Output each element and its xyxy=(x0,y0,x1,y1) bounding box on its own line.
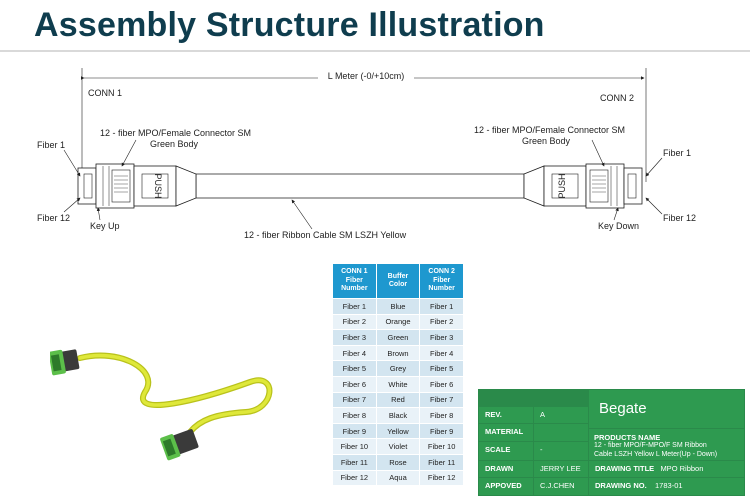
cell: Fiber 7 xyxy=(419,391,464,409)
cell: Brown xyxy=(375,344,421,362)
key-up-label: Key Up xyxy=(90,221,120,231)
ribbon-cable xyxy=(195,173,525,199)
push-label-right: PUSH xyxy=(557,173,567,198)
approved-value: C.J.CHEN xyxy=(534,478,588,495)
fiber12-right-label: Fiber 12 xyxy=(663,213,696,223)
key-down-label: Key Down xyxy=(598,221,639,231)
cell: Black xyxy=(375,407,421,424)
header-buffer-color: Buffer Color xyxy=(375,263,421,299)
cell: Fiber 2 xyxy=(419,313,464,331)
drawing-title-row: DRAWING TITLE MPO Ribbon xyxy=(589,461,744,477)
cell: Red xyxy=(375,391,421,409)
cell: Fiber 5 xyxy=(332,360,377,377)
title-divider xyxy=(0,50,750,52)
products-name-line1: 12 - fiber MPO/F-MPO/F SM Ribbon xyxy=(594,442,707,449)
cell: Blue xyxy=(375,298,421,315)
cell: Rose xyxy=(375,453,421,471)
header-conn1: CONN 1 Fiber Number xyxy=(332,263,377,299)
fiber-mapping-table: CONN 1 Fiber Number Buffer Color CONN 2 … xyxy=(332,263,464,487)
scale-value: - xyxy=(534,442,588,460)
left-mpo-connector xyxy=(77,163,197,209)
cell: Fiber 4 xyxy=(419,344,464,362)
cell: Fiber 5 xyxy=(419,360,464,377)
product-photo xyxy=(50,349,273,461)
cell: Fiber 2 xyxy=(332,313,377,331)
push-label-left: PUSH xyxy=(153,173,163,198)
rev-label: REV. xyxy=(479,407,533,423)
header-conn2: CONN 2 Fiber Number xyxy=(419,263,464,299)
assembly-drawing: L Meter (-0/+10cm) CONN 1 CONN 2 PUSH xyxy=(37,68,696,240)
products-name-label: PRODUCTS NAME xyxy=(594,433,661,442)
cell: Fiber 7 xyxy=(332,391,377,409)
cell: Grey xyxy=(375,360,421,377)
drawing-no-value: 1783-01 xyxy=(655,481,683,490)
drawing-title-label: DRAWING TITLE xyxy=(595,464,655,473)
cable-label: 12 - fiber Ribbon Cable SM LSZH Yellow xyxy=(244,230,407,240)
cell: Fiber 12 xyxy=(419,469,464,487)
fiber1-right-label: Fiber 1 xyxy=(663,148,691,158)
fiber1-left-label: Fiber 1 xyxy=(37,140,65,150)
title-block-spacer xyxy=(479,390,588,406)
cell: Yellow xyxy=(375,422,421,440)
right-mpo-connector xyxy=(523,163,643,209)
cell: Fiber 9 xyxy=(332,422,377,440)
cell: Fiber 10 xyxy=(419,438,464,455)
cell: Fiber 11 xyxy=(419,453,464,471)
cell: Fiber 10 xyxy=(332,438,377,455)
drawn-label: DRAWN xyxy=(479,461,533,477)
cell: Aqua xyxy=(375,469,421,487)
drawn-value: JERRY LEE xyxy=(534,461,588,477)
conn1-label: CONN 1 xyxy=(88,88,122,98)
material-value xyxy=(534,424,588,441)
cell: Fiber 8 xyxy=(332,407,377,424)
brand-name: Begate xyxy=(589,390,744,428)
cell: Fiber 11 xyxy=(332,453,377,471)
cell: Fiber 6 xyxy=(332,375,377,393)
drawing-no-row: DRAWING NO. 1783-01 xyxy=(589,478,744,495)
drawing-title-value: MPO Ribbon xyxy=(660,464,704,473)
approved-label: APPOVED xyxy=(479,478,533,495)
conn2-label: CONN 2 xyxy=(600,93,634,103)
products-name-box: PRODUCTS NAME 12 - fiber MPO/F-MPO/F SM … xyxy=(589,429,744,460)
connector-right-label-2: Green Body xyxy=(522,136,571,146)
cell: Fiber 4 xyxy=(332,344,377,362)
connector-left-label-2: Green Body xyxy=(150,139,199,149)
page-title: Assembly Structure Illustration xyxy=(34,6,545,44)
rev-value: A xyxy=(534,407,588,423)
cell: Fiber 3 xyxy=(332,329,377,346)
cell: Green xyxy=(375,329,421,346)
cell: Fiber 1 xyxy=(419,298,464,315)
drawing-no-label: DRAWING NO. xyxy=(595,481,647,490)
scale-label: SCALE xyxy=(479,442,533,460)
title-block: Begate REV. A MATERIAL SCALE - PRODUCTS … xyxy=(478,389,745,496)
connector-right-label: 12 - fiber MPO/Female Connector SM xyxy=(474,125,625,135)
cell: Fiber 9 xyxy=(419,422,464,440)
length-label: L Meter (-0/+10cm) xyxy=(328,71,404,81)
connector-left-label: 12 - fiber MPO/Female Connector SM xyxy=(100,128,251,138)
cell: Fiber 12 xyxy=(332,469,377,487)
cell: White xyxy=(375,375,421,393)
cell: Fiber 8 xyxy=(419,407,464,424)
cell: Violet xyxy=(375,438,421,455)
cell: Fiber 1 xyxy=(332,298,377,315)
cell: Orange xyxy=(375,313,421,331)
material-label: MATERIAL xyxy=(479,424,533,441)
products-name-line2: Cable LSZH Yellow L Meter(Up - Down) xyxy=(594,450,718,458)
cell: Fiber 6 xyxy=(419,375,464,393)
cell: Fiber 3 xyxy=(419,329,464,346)
fiber12-left-label: Fiber 12 xyxy=(37,213,70,223)
